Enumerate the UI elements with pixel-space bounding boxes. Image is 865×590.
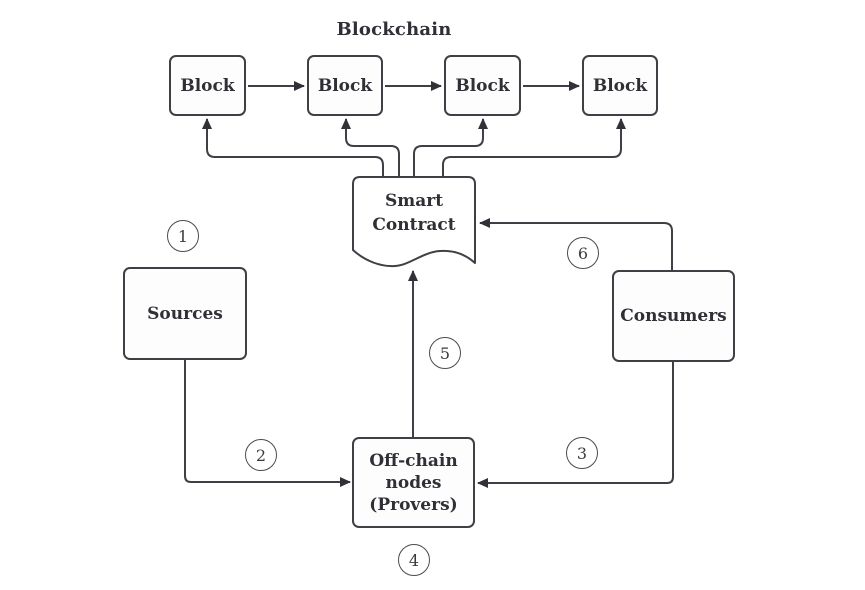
step-number: 6	[577, 243, 589, 263]
block-node-3: Block	[444, 55, 521, 116]
diagram-title: Blockchain	[336, 19, 452, 40]
step-number: 4	[408, 550, 420, 570]
consumers-label: Consumers	[620, 306, 727, 326]
smart-contract-shape	[352, 176, 476, 268]
arrow-contract-to-block1	[202, 118, 384, 177]
step-circle-2: 2	[245, 439, 277, 471]
block-label: Block	[592, 75, 648, 96]
block-label: Block	[455, 75, 510, 96]
offchain-nodes-node: Off-chain nodes (Provers)	[352, 437, 475, 528]
arrow-sources-to-offchain	[184, 360, 351, 487]
step-number: 3	[576, 443, 588, 463]
smart-contract-label-line2: Contract	[372, 215, 456, 235]
smart-contract-label-line1: Smart	[384, 191, 444, 211]
block-node-1: Block	[169, 55, 246, 116]
step-circle-4: 4	[398, 544, 430, 576]
arrow-contract-to-block3	[413, 118, 488, 177]
block-node-2: Block	[307, 55, 383, 116]
arrow-contract-to-block2	[341, 118, 400, 177]
smart-contract-label: Smart Contract	[353, 189, 475, 237]
block-label: Block	[317, 75, 373, 96]
offchain-label-line2: nodes	[385, 472, 442, 493]
step-number: 5	[439, 343, 451, 363]
step-circle-3: 3	[566, 437, 598, 469]
step-circle-5: 5	[429, 337, 461, 369]
offchain-label-line1: Off-chain	[369, 450, 458, 471]
block-node-4: Block	[582, 55, 658, 116]
step-number: 2	[255, 445, 267, 465]
arrow-consumers-to-offchain	[477, 362, 674, 488]
block-label: Block	[180, 75, 235, 96]
sources-node: Sources	[123, 267, 247, 360]
step-number: 1	[177, 226, 189, 246]
consumers-node: Consumers	[612, 270, 735, 362]
arrow-contract-to-block4	[442, 118, 626, 177]
offchain-label-line3: (Provers)	[369, 494, 458, 515]
arrow-consumers-to-contract	[479, 218, 673, 270]
step-circle-6: 6	[567, 237, 599, 269]
step-circle-1: 1	[167, 220, 199, 252]
sources-label: Sources	[147, 303, 223, 324]
